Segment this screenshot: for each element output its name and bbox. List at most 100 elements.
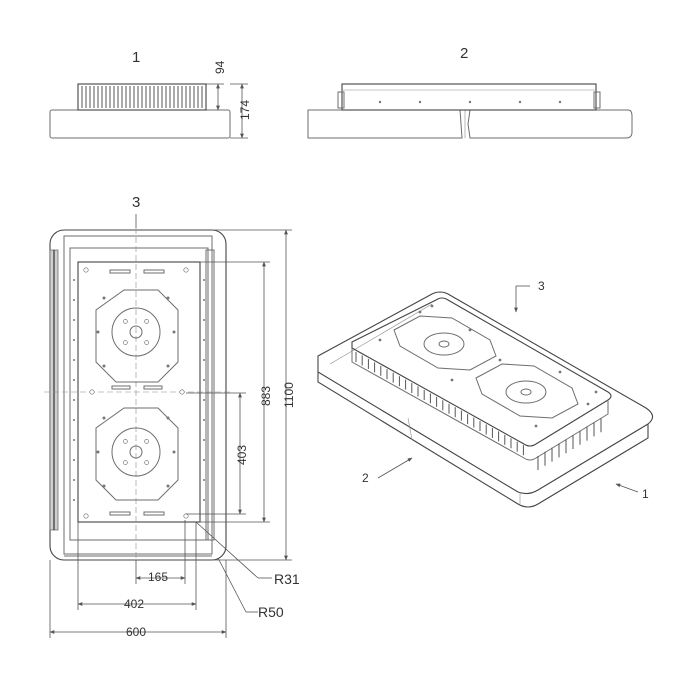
iso-hole — [534, 424, 538, 428]
corner-hole — [89, 389, 95, 395]
radius-r50-label: R50 — [258, 604, 284, 620]
dim-600-label: 600 — [126, 625, 146, 639]
bolt-hole — [172, 450, 176, 454]
corner-hole — [83, 267, 89, 273]
dim-883-label: 883 — [259, 386, 273, 406]
radius-r31-leader: R31 — [195, 521, 300, 587]
dim-1100-label: 1100 — [282, 382, 296, 408]
view-1-base — [49, 109, 231, 139]
bolt-hole — [123, 460, 128, 465]
frame-hole — [203, 419, 205, 421]
frame-hole — [203, 379, 205, 381]
iso-heatsink-side — [351, 348, 609, 461]
view-1-heatsink — [77, 83, 207, 111]
dim-174: 174 — [230, 83, 252, 139]
bolt — [558, 100, 562, 104]
bolt-hole — [123, 439, 128, 444]
iso-base-top — [317, 291, 654, 495]
iso-base-side — [317, 372, 649, 508]
frame-hole — [73, 399, 75, 401]
bolt-hole — [123, 340, 128, 345]
dim-1100: 1100 — [214, 229, 296, 561]
frame-hole — [203, 339, 205, 341]
upper-fan-hub — [111, 307, 161, 357]
frame-hole — [73, 319, 75, 321]
bolt-hole — [96, 450, 100, 454]
bolt-hole — [144, 439, 149, 444]
frame-hole — [73, 279, 75, 281]
corner-hole — [183, 267, 189, 273]
dim-402: 402 — [77, 522, 197, 611]
frame-hole — [203, 279, 205, 281]
frame-hole — [203, 299, 205, 301]
iso-upper-octagon — [393, 315, 497, 371]
iso-callout-3-label: 3 — [538, 279, 545, 293]
bolt-hole — [166, 296, 170, 300]
view-2-heatsink — [341, 83, 597, 111]
iso-hole — [468, 328, 472, 332]
view-2-label: 2 — [460, 45, 468, 62]
iso-hole — [450, 378, 454, 382]
radius-r31-label: R31 — [274, 571, 300, 587]
frame-hole — [203, 439, 205, 441]
dim-403-label: 403 — [235, 445, 249, 465]
corner-hole — [179, 389, 185, 395]
frame-hole — [73, 459, 75, 461]
dim-402-label: 402 — [124, 597, 144, 611]
frame-hole — [203, 359, 205, 361]
bolt-hole — [102, 416, 106, 420]
frame-hole — [203, 479, 205, 481]
lower-octagon-mount — [95, 407, 179, 501]
view-1-side-elevation: 1 94 174 — [49, 49, 252, 139]
bolt-hole — [166, 364, 170, 368]
frame-hole — [73, 359, 75, 361]
frame-hole — [73, 479, 75, 481]
dim-403: 403 — [186, 392, 249, 515]
bolt-hole — [96, 330, 100, 334]
frame-hole — [203, 499, 205, 501]
dim-94: 94 — [206, 60, 227, 111]
frame-hole — [203, 399, 205, 401]
bolt-hole — [166, 416, 170, 420]
view-2-base-left — [307, 109, 463, 139]
bolt-hole — [144, 319, 149, 324]
frame-hole — [73, 339, 75, 341]
bolt-hole — [144, 340, 149, 345]
iso-hole — [558, 370, 562, 374]
frame-hole — [73, 379, 75, 381]
dim-174-label: 174 — [238, 100, 252, 120]
radius-r50-leader: R50 — [217, 557, 284, 620]
bolt — [518, 100, 522, 104]
view-1-label: 1 — [132, 49, 140, 66]
bolt-hole — [172, 330, 176, 334]
bolt-hole — [102, 296, 106, 300]
view-2-front-elevation: 2 — [307, 45, 633, 139]
bolt-hole — [166, 484, 170, 488]
lower-fan-hub — [111, 427, 161, 477]
bolt-hole — [102, 484, 106, 488]
frame-hole — [203, 319, 205, 321]
iso-callout-3: 3 — [514, 279, 545, 313]
iso-hole — [586, 402, 590, 406]
iso-upper-hub — [423, 332, 465, 356]
frame-hole — [73, 499, 75, 501]
frame-hole — [73, 419, 75, 421]
corner-hole — [183, 513, 189, 519]
bolt-hole — [123, 319, 128, 324]
iso-hole — [498, 358, 502, 362]
view-3-label: 3 — [132, 194, 140, 211]
frame-hole — [73, 439, 75, 441]
dim-165: 165 — [135, 520, 186, 584]
bolt — [468, 100, 472, 104]
corner-hole — [83, 513, 89, 519]
view-2-base-right — [467, 109, 633, 139]
iso-heatsink-top — [351, 297, 612, 447]
iso-lower-hub — [505, 380, 547, 404]
frame-hole — [73, 299, 75, 301]
frame-hole — [203, 459, 205, 461]
iso-hole — [430, 304, 434, 308]
dim-165-label: 165 — [148, 570, 168, 584]
bolt-hole — [144, 460, 149, 465]
iso-callout-2: 2 — [362, 457, 413, 485]
